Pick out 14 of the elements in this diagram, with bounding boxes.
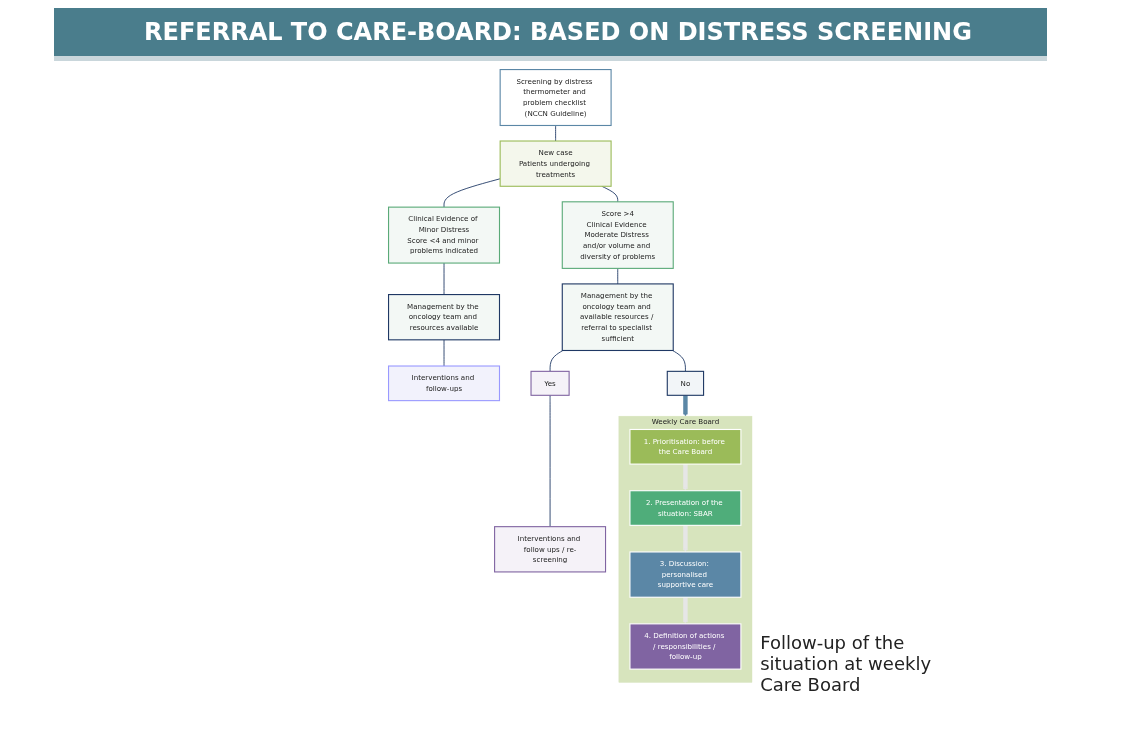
connector	[617, 267, 619, 285]
connector	[601, 185, 619, 203]
connector	[672, 350, 687, 372]
connector	[555, 125, 557, 142]
arrow	[683, 525, 688, 553]
connector	[443, 262, 445, 295]
arrow	[683, 395, 688, 417]
title-banner: REFERRAL TO CARE-BOARD: BASED ON DISTRESS SCREENING	[54, 8, 1047, 61]
connector	[443, 339, 445, 367]
arrow	[683, 464, 688, 491]
connector	[443, 178, 501, 208]
node-note: Follow-up of the situation at weekly Care Board	[760, 632, 933, 696]
connector	[549, 350, 564, 372]
arrow	[683, 597, 688, 625]
